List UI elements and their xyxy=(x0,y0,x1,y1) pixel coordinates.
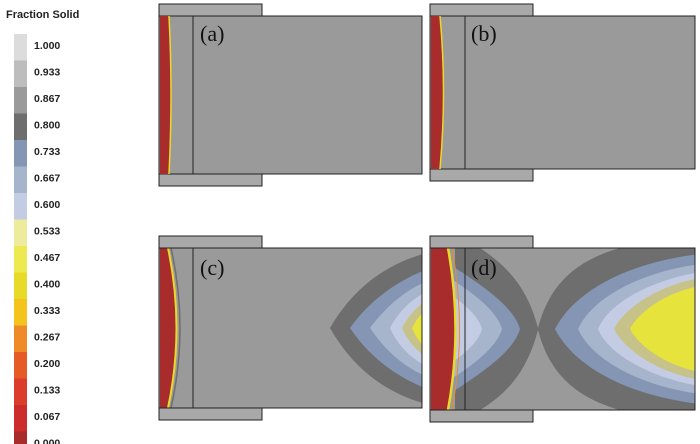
panel-label: (b) xyxy=(471,21,497,46)
legend-value: 0.133 xyxy=(34,385,60,397)
mushy-zone-front xyxy=(168,15,172,175)
solid-fraction-contours xyxy=(330,254,422,403)
legend-value: 0.867 xyxy=(34,93,60,105)
legend-title: Fraction Solid xyxy=(6,9,79,21)
solidified-shell xyxy=(160,248,177,408)
casting-outline xyxy=(158,247,423,409)
panel-a: (a) xyxy=(158,3,423,187)
solidified-shell xyxy=(160,16,171,174)
legend-swatch xyxy=(14,299,27,326)
solidified-shell xyxy=(431,16,444,169)
panel-label: (c) xyxy=(200,255,224,280)
mold-top xyxy=(429,235,534,249)
mold-top xyxy=(158,3,263,17)
mold-bottom xyxy=(429,168,534,182)
mold-top xyxy=(429,3,534,17)
legend-swatch xyxy=(14,87,27,114)
casting-outline xyxy=(429,247,696,411)
legend-swatch xyxy=(14,431,27,444)
legend-swatch xyxy=(14,60,27,88)
legend-value: 0.067 xyxy=(34,411,60,423)
legend-value: 0.933 xyxy=(34,67,60,79)
legend-swatch xyxy=(14,193,27,220)
panel-b: (b) xyxy=(429,3,696,182)
mold-bottom xyxy=(158,407,263,421)
mold-bottom xyxy=(158,173,263,187)
legend-color-bar xyxy=(14,34,27,444)
casting-domain xyxy=(429,15,696,170)
panel-c: (c) xyxy=(158,235,423,421)
legend-swatch xyxy=(14,34,27,61)
casting-domain xyxy=(158,15,423,175)
legend-value-labels: 1.000 0.933 0.867 0.800 0.733 0.667 0.600 0.533… xyxy=(34,40,60,444)
legend-value: 0.733 xyxy=(34,146,60,158)
legend-swatch xyxy=(14,246,27,273)
legend-swatch xyxy=(14,378,27,406)
legend-swatch xyxy=(14,140,27,167)
panel-label: (d) xyxy=(471,255,497,280)
mushy-zone-front xyxy=(439,15,445,170)
panel-d: (d) xyxy=(429,235,696,423)
orange-band xyxy=(451,247,460,411)
legend-value: 0.400 xyxy=(34,279,60,291)
mold-top xyxy=(158,235,263,249)
legend-value: 0.467 xyxy=(34,252,60,264)
fraction-solid-legend: Fraction Solid 1.000 0.933 0.867 0.800 0.733… xyxy=(6,9,79,444)
legend-swatch xyxy=(14,219,27,247)
mushy-zone-front xyxy=(167,247,178,409)
legend-value: 0.333 xyxy=(34,305,60,317)
legend-swatch xyxy=(14,113,27,141)
legend-value: 0.200 xyxy=(34,358,60,370)
legend-swatch xyxy=(14,405,27,432)
legend-swatch xyxy=(14,352,27,379)
solid-fraction-contours xyxy=(440,248,695,410)
dark-solid-band xyxy=(170,247,181,409)
legend-value: 0.000 xyxy=(34,438,60,444)
legend-value: 1.000 xyxy=(34,40,60,52)
legend-swatch xyxy=(14,325,27,353)
legend-value: 0.533 xyxy=(34,226,60,238)
legend-value: 0.267 xyxy=(34,332,60,344)
legend-value: 0.800 xyxy=(34,120,60,132)
legend-swatch xyxy=(14,166,27,194)
panel-label: (a) xyxy=(200,21,224,46)
solidified-shell xyxy=(431,248,456,410)
legend-swatch xyxy=(14,272,27,300)
mold-bottom xyxy=(429,409,534,423)
mushy-zone-front xyxy=(446,247,457,411)
legend-value: 0.600 xyxy=(34,199,60,211)
legend-value: 0.667 xyxy=(34,173,60,185)
